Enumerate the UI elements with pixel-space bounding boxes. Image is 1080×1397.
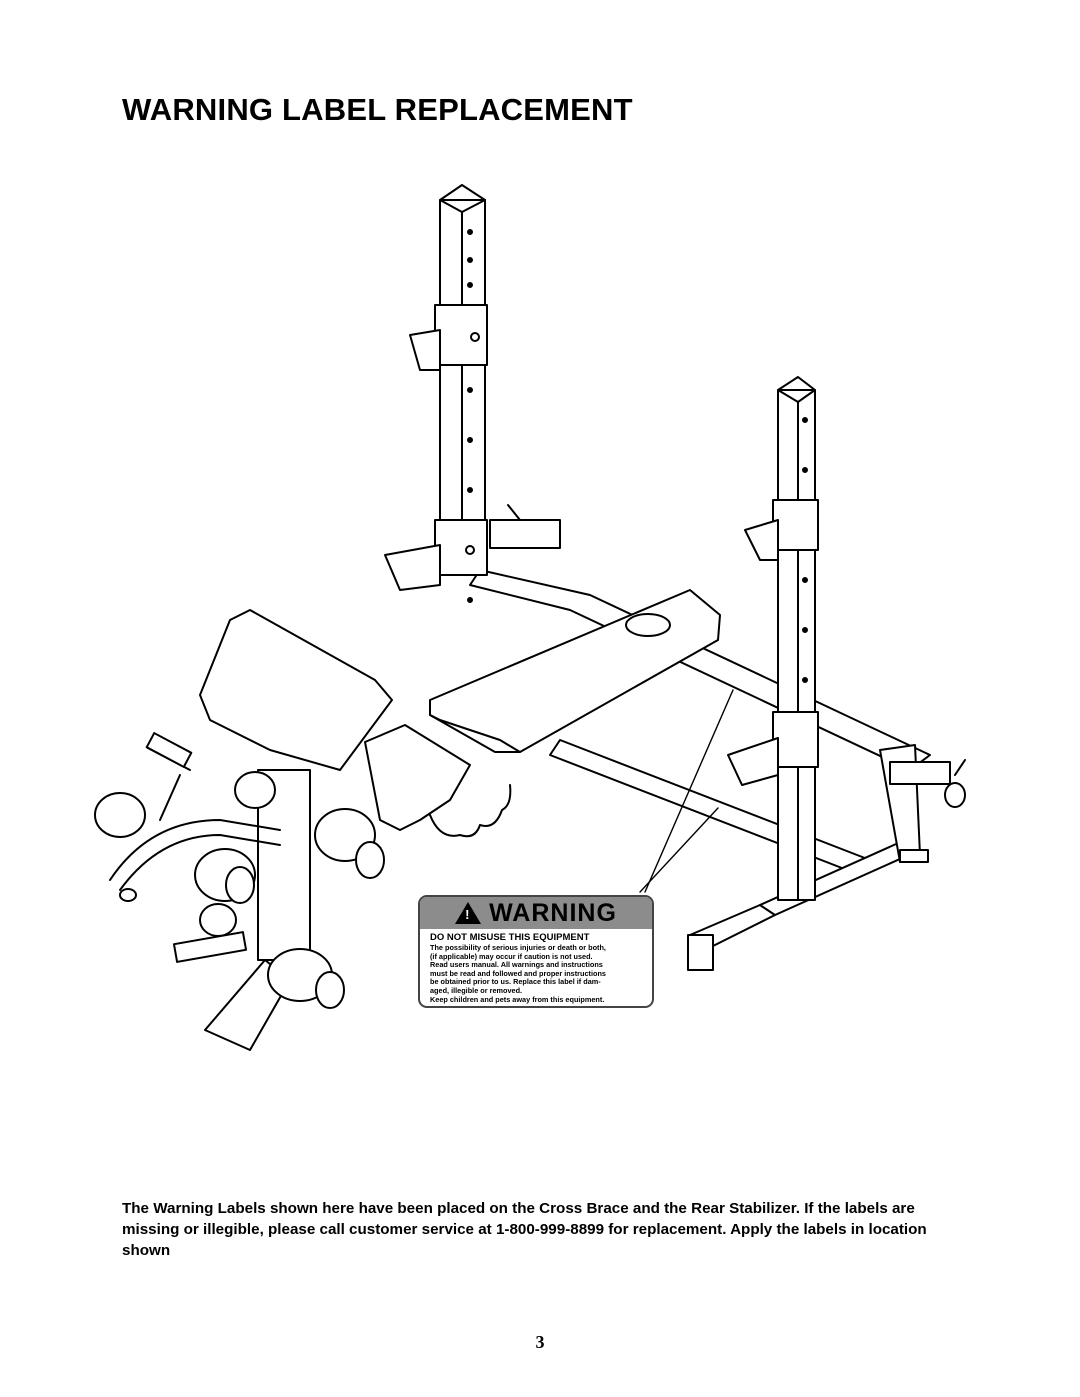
instruction-paragraph: The Warning Labels shown here have been … [122, 1200, 927, 1259]
page-title: WARNING LABEL REPLACEMENT [122, 92, 633, 127]
leg-developer [94, 732, 385, 1051]
weight-bench-illustration [94, 184, 966, 1051]
warning-label-header: ! WARNING [420, 897, 652, 929]
seat-and-back-pad [199, 609, 512, 838]
label-pointer-lines [639, 689, 734, 893]
exclamation-triangle-icon: ! [455, 902, 482, 924]
warning-body-text: The possibility of serious injuries or d… [430, 943, 606, 1004]
warning-label: ! WARNING DO NOT MISUSE THIS EQUIPMENT T… [418, 895, 654, 1008]
right-upright [727, 376, 966, 901]
warning-subheading: DO NOT MISUSE THIS EQUIPMENT [430, 932, 590, 943]
warning-heading: WARNING [489, 898, 617, 927]
page-number: 3 [535, 1332, 545, 1352]
bench-pad [429, 589, 721, 753]
left-upright [384, 184, 561, 603]
